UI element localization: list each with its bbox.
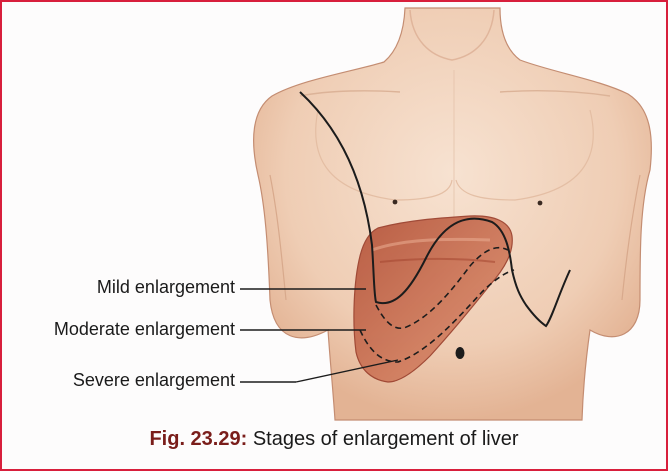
moderate-enlargement-label: Moderate enlargement	[54, 319, 235, 340]
umbilicus	[456, 347, 465, 359]
figure-caption-text: Stages of enlargement of liver	[253, 428, 519, 450]
left-nipple	[393, 200, 398, 205]
mild-enlargement-label: Mild enlargement	[97, 277, 235, 298]
right-nipple	[538, 201, 543, 206]
severe-enlargement-label: Severe enlargement	[73, 370, 235, 391]
figure-number: Fig. 23.29:	[149, 428, 247, 450]
figure-caption: Fig. 23.29: Stages of enlargement of liv…	[0, 428, 668, 451]
torso-body	[254, 8, 652, 420]
